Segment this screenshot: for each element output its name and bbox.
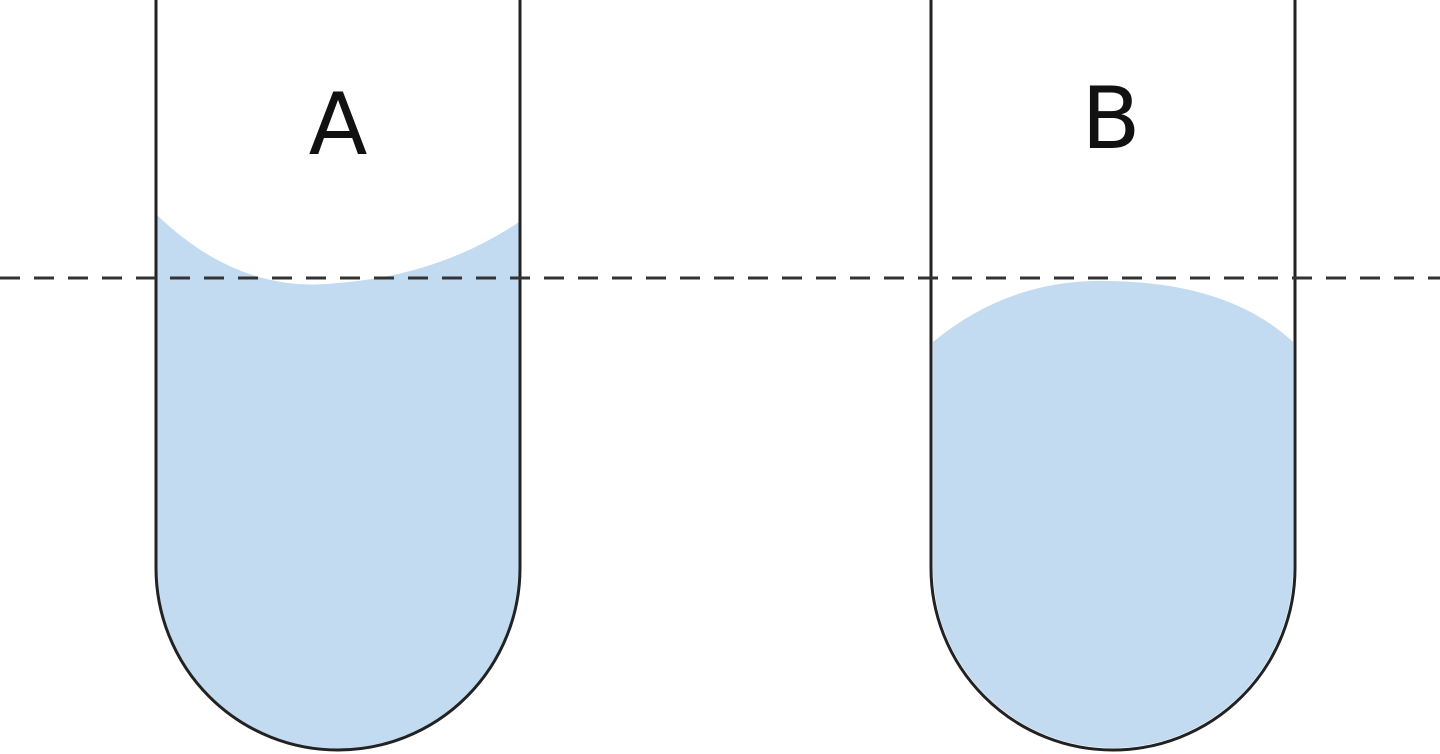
tube-a-label: A <box>309 75 368 175</box>
tube-b-label: B <box>1082 69 1141 169</box>
tube-a-liquid <box>157 215 519 749</box>
tube-a: A <box>154 0 522 752</box>
tube-b: B <box>929 0 1297 752</box>
tube-b-liquid <box>933 280 1293 748</box>
tube-b-outline <box>929 0 1297 752</box>
tube-a-outline <box>154 0 522 752</box>
